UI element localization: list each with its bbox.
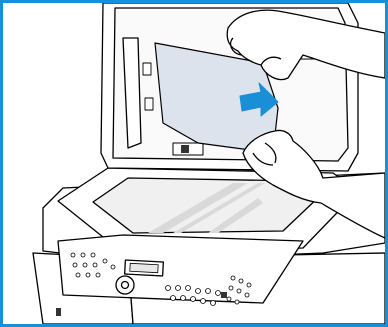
scanner-illustration xyxy=(3,3,385,324)
